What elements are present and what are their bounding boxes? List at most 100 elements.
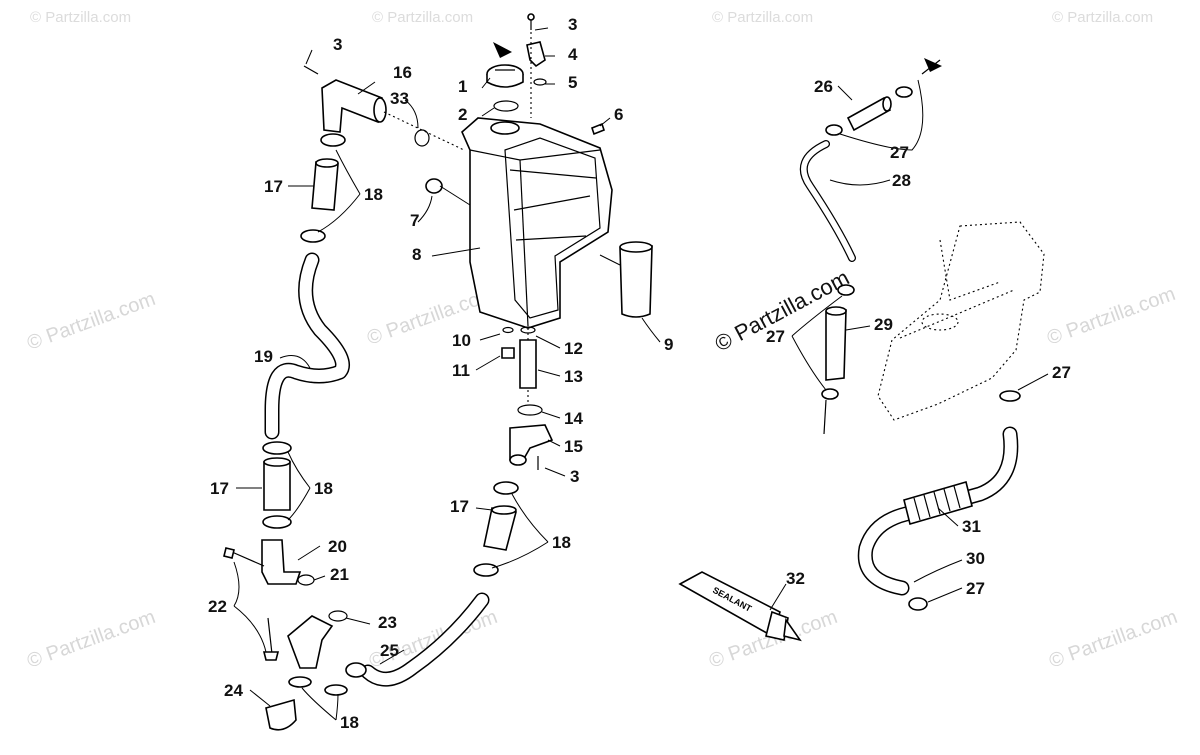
drain-plug bbox=[501, 347, 515, 359]
callout-16: 16 bbox=[393, 63, 412, 82]
tank-outline bbox=[877, 221, 1045, 421]
hose-clamp bbox=[288, 676, 312, 688]
callout-17: 17 bbox=[264, 177, 283, 196]
callout-21: 21 bbox=[330, 565, 349, 584]
hose-clamp bbox=[262, 441, 292, 455]
hose-clamp bbox=[262, 515, 292, 529]
leader-lines bbox=[233, 27, 1049, 721]
outlet-port bbox=[509, 454, 527, 466]
tube-nozzle bbox=[783, 617, 802, 642]
watermark: © Partzilla.com bbox=[1046, 606, 1180, 673]
tank-edge bbox=[519, 159, 529, 327]
right-hose-assembly: SEALANT bbox=[678, 58, 1045, 642]
grommet bbox=[425, 178, 443, 194]
filter-top bbox=[619, 241, 653, 253]
center-line bbox=[823, 399, 827, 435]
filler-neck bbox=[490, 121, 520, 135]
o-ring bbox=[414, 129, 430, 147]
callout-27: 27 bbox=[766, 327, 785, 346]
watermark: © Partzilla.com bbox=[372, 9, 473, 26]
screw bbox=[303, 65, 319, 75]
callout-4: 4 bbox=[568, 45, 578, 64]
coupler-end bbox=[263, 457, 291, 467]
watermark-layer: © Partzilla.com © Partzilla.com © Partzi… bbox=[24, 9, 1180, 673]
callout-33: 33 bbox=[390, 89, 409, 108]
callout-3: 3 bbox=[570, 467, 579, 486]
callout-labels: 3 16 33 1 2 3 4 5 6 7 8 9 10 11 12 13 14… bbox=[208, 15, 1071, 732]
flow-arrow bbox=[493, 42, 512, 58]
callout-18: 18 bbox=[364, 185, 383, 204]
callout-31: 31 bbox=[962, 517, 981, 536]
pickup-tube bbox=[519, 339, 537, 389]
washer bbox=[502, 326, 514, 334]
hose-end bbox=[345, 662, 367, 678]
coupler-end bbox=[491, 505, 517, 515]
callout-25: 25 bbox=[380, 641, 399, 660]
callout-17: 17 bbox=[450, 497, 469, 516]
screw bbox=[591, 122, 605, 136]
callout-15: 15 bbox=[564, 437, 583, 456]
callout-1: 1 bbox=[458, 77, 467, 96]
callout-10: 10 bbox=[452, 331, 471, 350]
hose-clamp bbox=[999, 390, 1021, 402]
watermark: © Partzilla.com bbox=[1044, 283, 1178, 350]
corrugated-sleeve bbox=[903, 481, 973, 525]
hose-clamp bbox=[825, 124, 843, 136]
callout-27: 27 bbox=[966, 579, 985, 598]
bolt-head bbox=[262, 651, 280, 661]
callout-17: 17 bbox=[210, 479, 229, 498]
inlet-fitting bbox=[261, 539, 302, 585]
hose-clamp bbox=[320, 133, 346, 147]
drain-hose-inner bbox=[859, 428, 1017, 594]
callout-27: 27 bbox=[1052, 363, 1071, 382]
callout-5: 5 bbox=[568, 73, 577, 92]
oil-reservoir-tank bbox=[461, 117, 613, 329]
hose-coupler bbox=[263, 461, 291, 511]
gasket bbox=[328, 610, 348, 622]
watermark: © Partzilla.com bbox=[712, 9, 813, 26]
bolt bbox=[267, 617, 273, 655]
flow-arrow bbox=[924, 58, 942, 72]
callout-26: 26 bbox=[814, 77, 833, 96]
callout-24: 24 bbox=[224, 681, 243, 700]
elbow-end bbox=[373, 97, 387, 123]
tank-outline bbox=[899, 289, 1015, 339]
sealant-tube: SEALANT bbox=[678, 571, 802, 642]
callout-7: 7 bbox=[410, 211, 419, 230]
oil-reservoir-assembly bbox=[425, 13, 653, 470]
callout-32: 32 bbox=[786, 569, 805, 588]
callout-22: 22 bbox=[208, 597, 227, 616]
screw-head bbox=[527, 13, 535, 21]
long-hose-inner bbox=[266, 254, 349, 438]
hose-clamp bbox=[821, 388, 839, 400]
callout-18: 18 bbox=[340, 713, 359, 732]
coupler-end bbox=[315, 158, 339, 168]
watermark: © Partzilla.com bbox=[30, 9, 131, 26]
center-line bbox=[439, 185, 471, 206]
callout-6: 6 bbox=[614, 105, 623, 124]
gasket bbox=[297, 574, 315, 586]
tube-cap bbox=[765, 610, 789, 641]
tank-outline bbox=[939, 239, 1001, 301]
callout-9: 9 bbox=[664, 335, 673, 354]
callout-18: 18 bbox=[314, 479, 333, 498]
elbow-hose bbox=[321, 79, 383, 133]
fitting-o-ring bbox=[533, 78, 547, 86]
callout-30: 30 bbox=[966, 549, 985, 568]
callout-8: 8 bbox=[412, 245, 421, 264]
tank-outline bbox=[921, 313, 959, 331]
middle-hose-assembly bbox=[345, 481, 519, 687]
callout-2: 2 bbox=[458, 105, 467, 124]
watermark: © Partzilla.com bbox=[1052, 9, 1153, 26]
return-hose-inner bbox=[362, 594, 488, 685]
hose-section-end bbox=[825, 306, 847, 316]
callout-14: 14 bbox=[564, 409, 583, 428]
bolt-head bbox=[223, 547, 235, 559]
callout-12: 12 bbox=[564, 339, 583, 358]
hose-cap bbox=[265, 698, 297, 731]
callout-23: 23 bbox=[378, 613, 397, 632]
vent-hose-inner bbox=[801, 141, 855, 261]
hose-clamp bbox=[493, 481, 519, 495]
filler-cap-side bbox=[486, 74, 524, 88]
